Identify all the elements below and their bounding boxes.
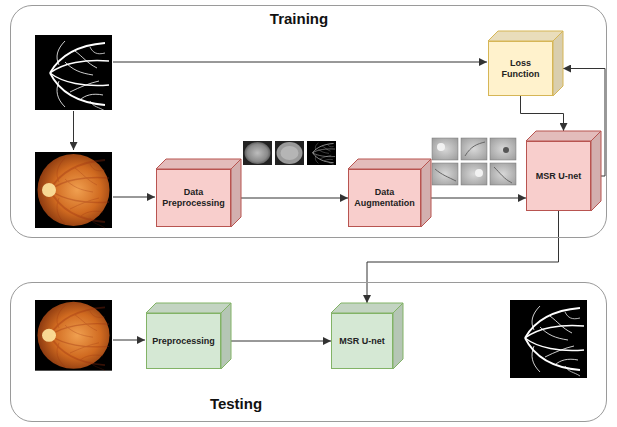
image-arrow [113, 62, 487, 63]
panel-heading: Training [270, 10, 328, 28]
cube-top [146, 303, 231, 313]
flow-arrow [521, 96, 564, 131]
process-cube: MSR U-net [526, 131, 601, 211]
cube-label: Preprocessing [150, 336, 217, 347]
cube-front [349, 170, 421, 227]
cube-face: Preprocessing [146, 313, 221, 369]
cube-front [527, 142, 591, 211]
image-arrow [113, 340, 145, 341]
process-cube: Data Augmentation [348, 159, 431, 227]
preprocessed-thumbnail [307, 141, 336, 165]
cube-front [489, 42, 553, 96]
process-cube: Data Preprocessing [156, 159, 241, 227]
augmented-thumbnails [432, 138, 516, 185]
fundus-image [35, 300, 112, 371]
vessel-mask-image [35, 35, 112, 111]
image-arrow [73, 111, 74, 150]
cube-front [157, 170, 231, 227]
preprocessed-thumbnail [243, 141, 272, 165]
vessel-output-image [510, 300, 587, 378]
cube-label: Data Augmentation [352, 187, 417, 209]
cube-top [526, 131, 601, 141]
cube-label: Data Preprocessing [160, 187, 227, 209]
preprocessed-thumbnail [275, 141, 304, 165]
cube-front [332, 314, 393, 369]
flow-arrow [431, 198, 526, 199]
cube-side [553, 31, 563, 96]
process-cube: MSR U-net [331, 303, 403, 369]
fundus-image [35, 152, 112, 228]
cube-face: Data Augmentation [348, 169, 421, 227]
cube-side [591, 131, 601, 211]
cube-label: MSR U-net [530, 171, 587, 182]
flow-arrow [241, 198, 348, 199]
stage-panel: Loss FunctionData Preprocessing Data Augm… [10, 5, 607, 238]
panel-heading: Testing [210, 395, 262, 413]
cube-face: Data Preprocessing [156, 169, 231, 227]
cube-side [221, 303, 231, 369]
image-arrow [113, 197, 155, 198]
stage-panel: Preprocessing MSR U-netTesting [10, 282, 607, 422]
cube-top [348, 159, 431, 169]
process-cube: Preprocessing [146, 303, 231, 369]
cube-front [147, 314, 221, 369]
cube-side [421, 159, 431, 227]
cube-face: Loss Function [488, 41, 553, 96]
cube-side [231, 159, 241, 227]
process-cube: Loss Function [488, 31, 563, 96]
cube-label: MSR U-net [335, 336, 389, 347]
cube-top [331, 303, 403, 313]
cube-top [488, 31, 563, 41]
cube-side [393, 303, 403, 369]
cube-top [156, 159, 241, 169]
cube-label: Loss Function [492, 58, 549, 80]
cube-face: MSR U-net [331, 313, 393, 369]
flow-arrow [231, 341, 331, 342]
cube-face: MSR U-net [526, 141, 591, 211]
